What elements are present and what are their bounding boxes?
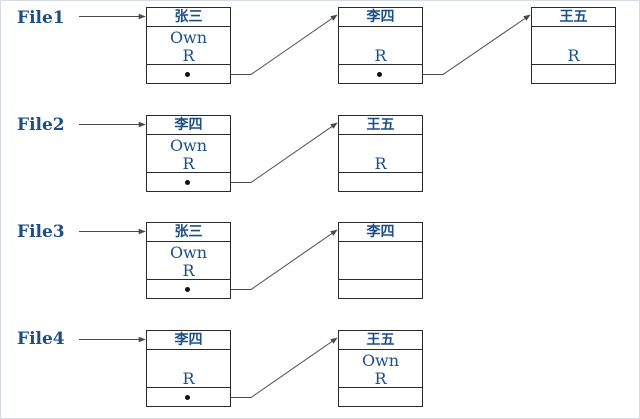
node-right-read: R [182,369,195,388]
node-right-read: R [374,369,387,388]
acl-node-file1-1: 张三 Own R [146,7,231,84]
node-user-name: 王五 [339,331,422,350]
node-next-pointer-cell [147,279,230,298]
node-user-name: 王五 [339,116,422,135]
pointer-dot-icon [377,72,382,77]
acl-node-file3-1: 张三 Own R [146,222,231,299]
node-next-pointer-cell [147,172,230,191]
node-next-pointer-cell [147,387,230,406]
node-user-name: 李四 [339,223,422,242]
node-user-name: 王五 [532,8,615,27]
node-right-read: R [567,46,580,65]
node-next-pointer-cell [147,64,230,83]
node-right-read: R [182,46,195,65]
acl-node-file4-1: 李四 R [146,330,231,407]
acl-node-file3-2: 李四 [338,222,423,299]
file-label-file4: File4 [17,329,65,349]
node-right-own: Own [169,28,208,47]
node-next-pointer-cell [339,279,422,298]
pointer-dot-icon [185,287,190,292]
node-right-own: Own [169,136,208,155]
node-next-pointer-cell [339,387,422,406]
node-right-own: Own [361,351,400,370]
acl-node-file1-2: 李四 R [338,7,423,84]
acl-node-file4-2: 王五 Own R [338,330,423,407]
acl-node-file1-3: 王五 R [531,7,616,84]
node-user-name: 李四 [339,8,422,27]
node-right-read: R [374,46,387,65]
acl-node-file2-2: 王五 R [338,115,423,192]
node-right-read: R [182,261,195,280]
pointer-dot-icon [185,180,190,185]
node-user-name: 李四 [147,116,230,135]
file-label-file2: File2 [17,115,65,135]
node-user-name: 张三 [147,223,230,242]
file-label-file1: File1 [17,8,65,28]
file-label-file3: File3 [17,222,65,242]
pointer-dot-icon [185,72,190,77]
node-right-read: R [374,154,387,173]
node-next-pointer-cell [339,172,422,191]
node-right-read: R [182,154,195,173]
node-user-name: 张三 [147,8,230,27]
node-user-name: 李四 [147,331,230,350]
node-next-pointer-cell [532,64,615,83]
node-right-own: Own [169,243,208,262]
node-next-pointer-cell [339,64,422,83]
acl-node-file2-1: 李四 Own R [146,115,231,192]
pointer-dot-icon [185,395,190,400]
